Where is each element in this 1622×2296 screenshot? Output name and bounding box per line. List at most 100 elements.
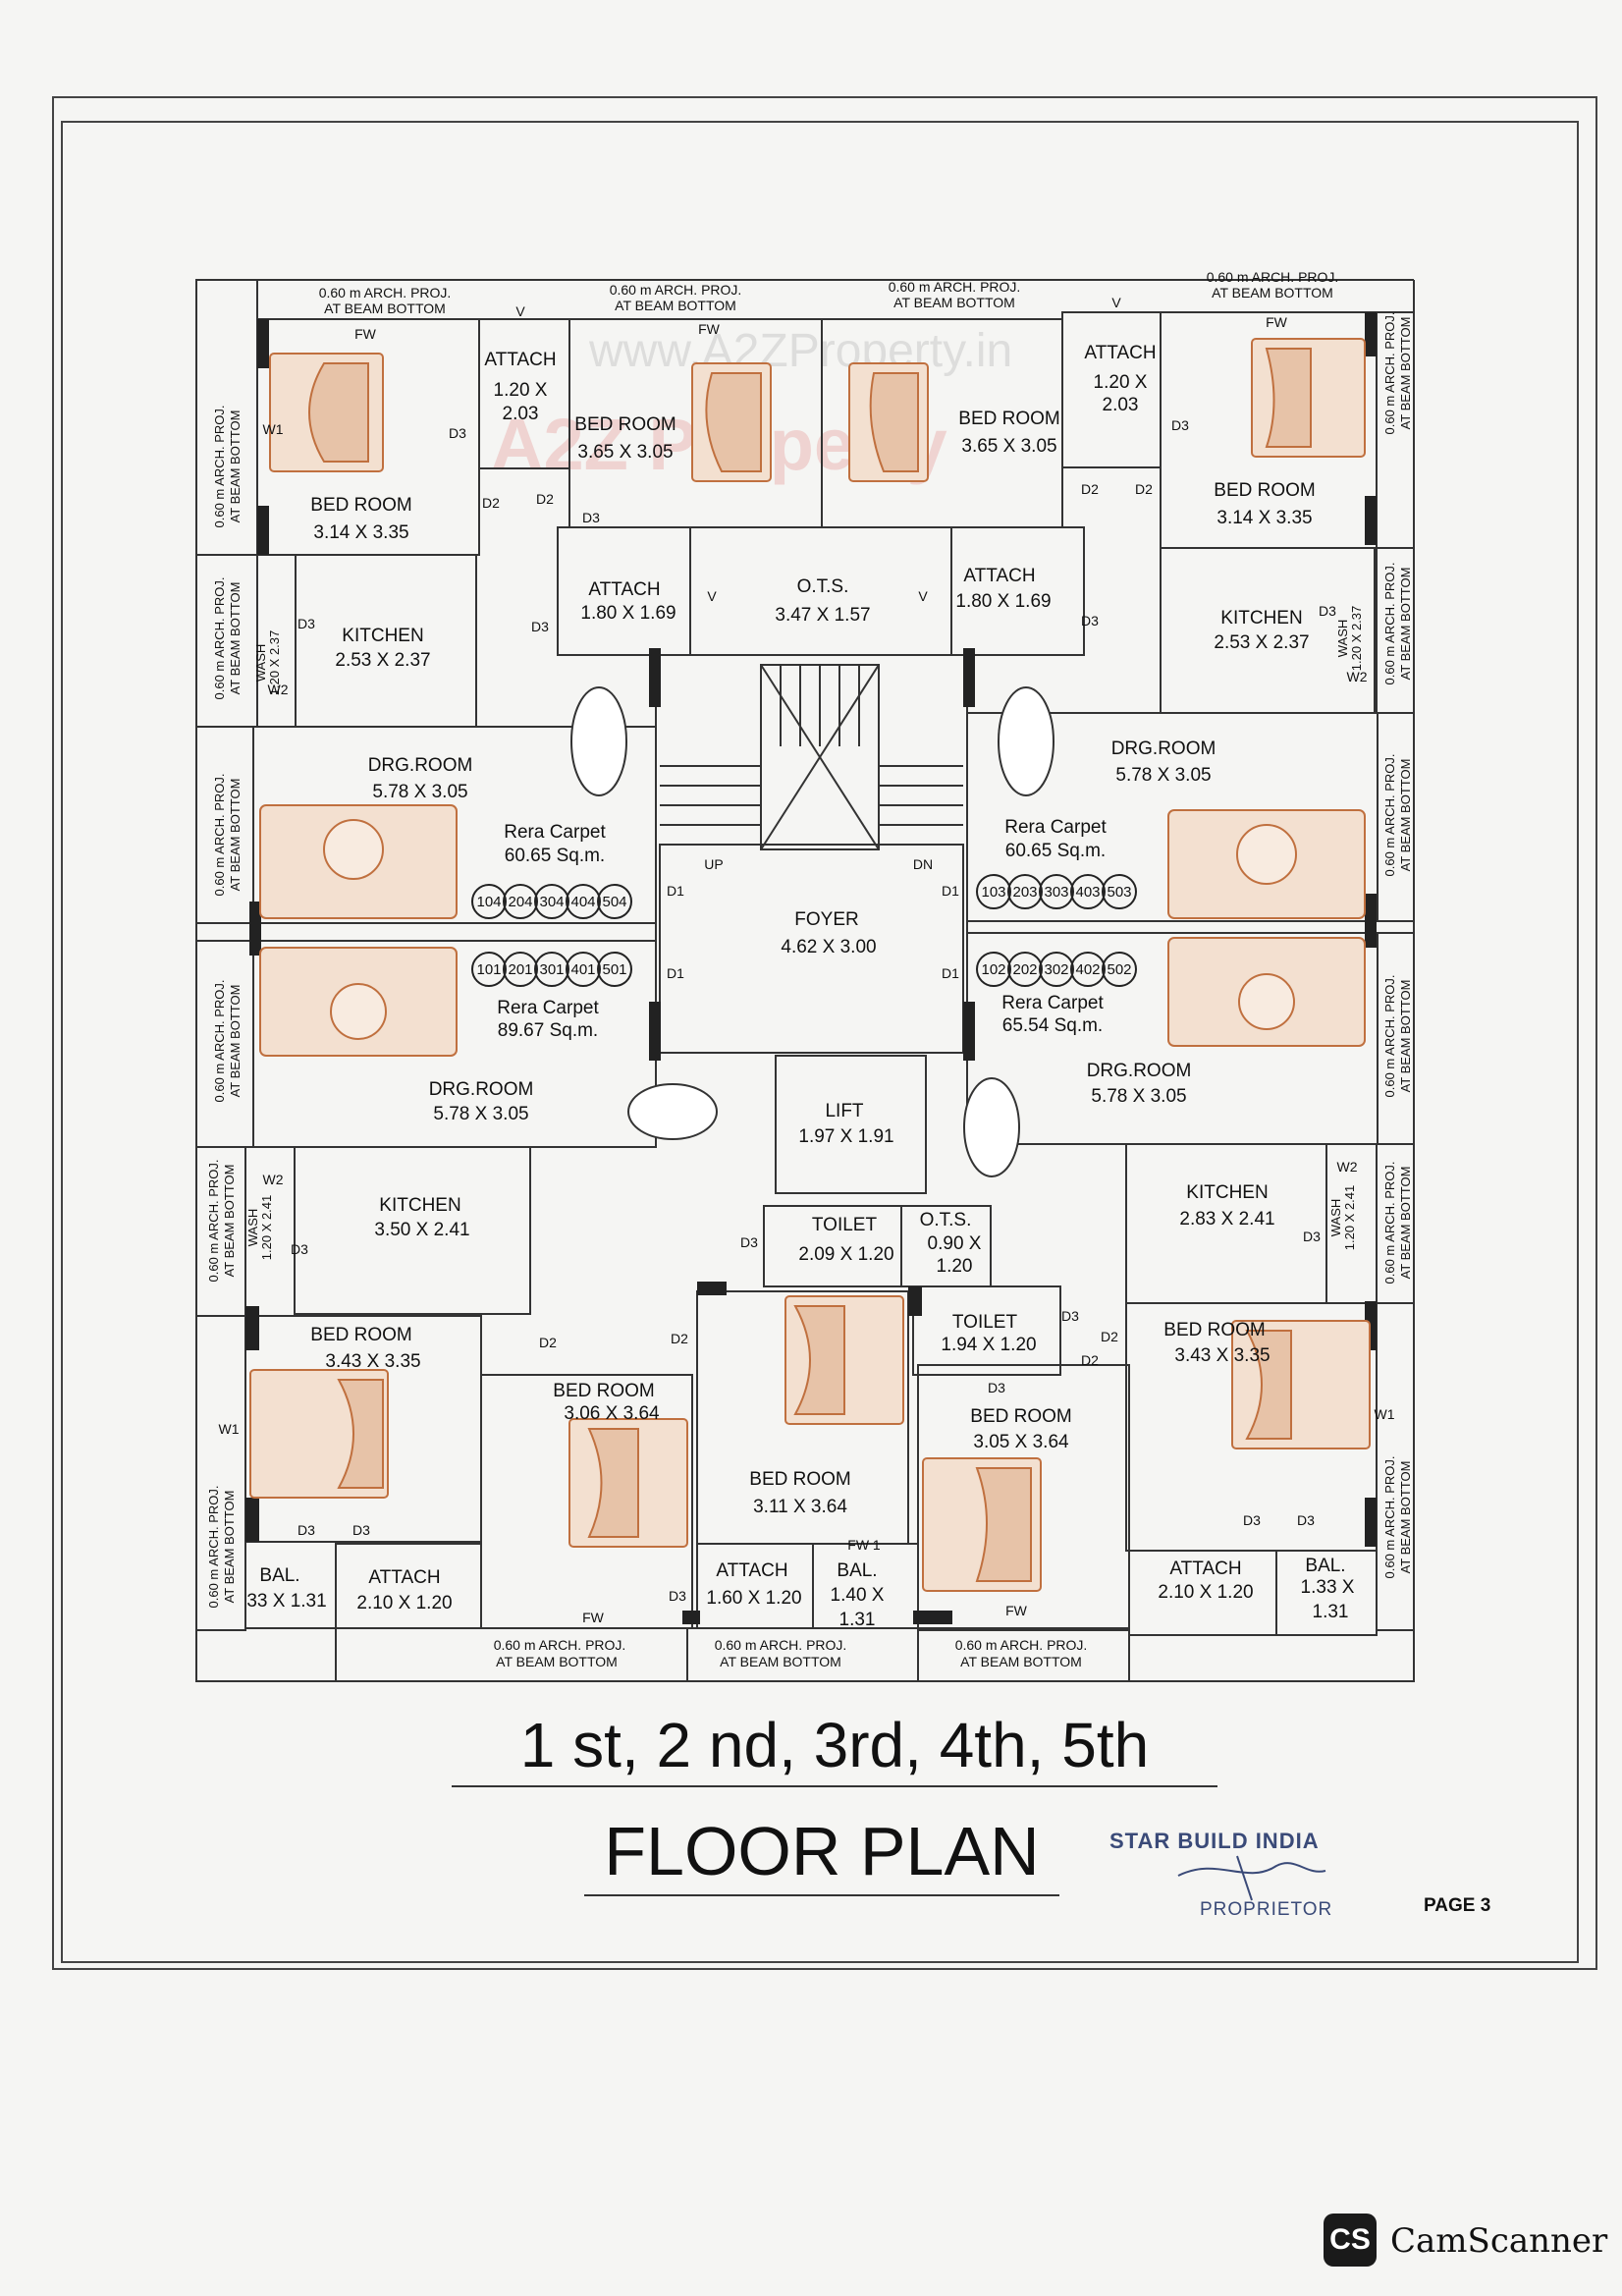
bed-br-dim: 3.43 X 3.35 bbox=[1174, 1345, 1270, 1366]
d2-5: D2 bbox=[539, 1335, 557, 1350]
bed-br-name: BED ROOM bbox=[1163, 1320, 1265, 1340]
camscanner-logo-icon: CS bbox=[1324, 2214, 1377, 2267]
attach-br-name: ATTACH bbox=[1169, 1558, 1241, 1579]
wash-tl-a: WASH bbox=[253, 644, 268, 683]
proj-side-12b: AT BEAM BOTTOM bbox=[1398, 1461, 1413, 1574]
d3-6: D3 bbox=[1081, 613, 1099, 629]
bal-c-dim2: 1.31 bbox=[839, 1610, 876, 1630]
area-label-102: Rera Carpet bbox=[1001, 993, 1104, 1013]
w2-2: W2 bbox=[1347, 669, 1368, 684]
furniture bbox=[249, 338, 1371, 1592]
w2-1: W2 bbox=[268, 682, 289, 697]
bed-bc-dim: 3.11 X 3.64 bbox=[753, 1497, 847, 1517]
wash-tl-b: 1.20 X 2.37 bbox=[267, 630, 282, 696]
bal-l-dim: 33 X 1.31 bbox=[246, 1591, 326, 1612]
fw-4: FW bbox=[582, 1610, 605, 1625]
toilet-2-dim: 1.94 X 1.20 bbox=[941, 1335, 1036, 1355]
unit-number-circles bbox=[471, 874, 1137, 987]
drg-tr-dim: 5.78 X 3.05 bbox=[1115, 765, 1211, 786]
area-value-103: 60.65 Sq.m. bbox=[1005, 841, 1106, 861]
unit-404: 404 bbox=[570, 894, 595, 910]
d3-7: D3 bbox=[1319, 603, 1336, 619]
w2-4: W2 bbox=[1337, 1159, 1358, 1175]
bal-r-dim2: 1.31 bbox=[1313, 1602, 1349, 1622]
w2-3: W2 bbox=[263, 1172, 284, 1187]
wash-br-b: 1.20 X 2.41 bbox=[1342, 1185, 1357, 1251]
d2-7: D2 bbox=[1101, 1329, 1118, 1344]
area-value-101: 89.67 Sq.m. bbox=[498, 1020, 598, 1041]
kitchen-tr-dim: 2.53 X 2.37 bbox=[1214, 632, 1309, 653]
kitchen-br-name: KITCHEN bbox=[1186, 1182, 1268, 1203]
wash-bl-b: 1.20 X 2.41 bbox=[259, 1195, 274, 1261]
drg-br-dim: 5.78 X 3.05 bbox=[1091, 1086, 1186, 1107]
attach-tl-name: ATTACH bbox=[484, 350, 556, 370]
attach-tl-dim2: 2.03 bbox=[503, 404, 539, 424]
fw-1: FW bbox=[354, 326, 377, 342]
bed-tc1-name: BED ROOM bbox=[574, 414, 676, 435]
d3-11: D3 bbox=[1061, 1308, 1079, 1324]
proj-bot-3a: 0.60 m ARCH. PROJ. bbox=[955, 1637, 1088, 1653]
proprietor-label: PROPRIETOR bbox=[1200, 1899, 1333, 1920]
proj-side-4a: 0.60 m ARCH. PROJ. bbox=[212, 980, 227, 1103]
kitchen-tl-dim: 2.53 X 2.37 bbox=[335, 650, 430, 671]
proj-top-4a: 0.60 m ARCH. PROJ. bbox=[1207, 269, 1339, 285]
attach-tr-name: ATTACH bbox=[1084, 343, 1156, 363]
area-value-104: 60.65 Sq.m. bbox=[505, 846, 605, 866]
d2-4: D2 bbox=[1135, 481, 1153, 497]
attach-c2-name: ATTACH bbox=[963, 566, 1035, 586]
drg-br-name: DRG.ROOM bbox=[1087, 1061, 1192, 1081]
unit-204: 204 bbox=[508, 894, 532, 910]
attach-tr-dim2: 2.03 bbox=[1103, 395, 1139, 415]
unit-201: 201 bbox=[508, 961, 532, 978]
bed-tr-name: BED ROOM bbox=[1214, 480, 1315, 501]
wash-tr-a: WASH bbox=[1335, 620, 1350, 658]
kitchen-bl-name: KITCHEN bbox=[379, 1195, 460, 1216]
proj-side-10a: 0.60 m ARCH. PROJ. bbox=[1382, 975, 1397, 1098]
proj-top-2b: AT BEAM BOTTOM bbox=[615, 298, 736, 313]
bal-r-dim1: 1.33 X bbox=[1301, 1577, 1355, 1598]
proj-side-6b: AT BEAM BOTTOM bbox=[222, 1491, 237, 1604]
proj-top-2a: 0.60 m ARCH. PROJ. bbox=[610, 282, 742, 298]
foyer-dim: 4.62 X 3.00 bbox=[781, 937, 876, 957]
floor-list-title: 1 st, 2 nd, 3rd, 4th, 5th bbox=[452, 1709, 1217, 1787]
unit-101: 101 bbox=[476, 961, 501, 978]
bed-bcl-dim: 3.06 X 3.64 bbox=[564, 1403, 660, 1424]
d3-14: D3 bbox=[352, 1522, 370, 1538]
unit-203: 203 bbox=[1012, 884, 1037, 901]
wash-bl-a: WASH bbox=[245, 1209, 260, 1247]
d3-1: D3 bbox=[449, 425, 466, 441]
w1-3: W1 bbox=[1375, 1406, 1395, 1422]
attach-c1-name: ATTACH bbox=[588, 579, 660, 600]
floor-plan-title: FLOOR PLAN bbox=[584, 1812, 1059, 1896]
proj-side-6a: 0.60 m ARCH. PROJ. bbox=[206, 1486, 221, 1609]
kitchen-tl-name: KITCHEN bbox=[342, 626, 423, 646]
d1-2: D1 bbox=[942, 883, 959, 899]
proj-side-8a: 0.60 m ARCH. PROJ. bbox=[1382, 563, 1397, 685]
fw1-label: FW 1 bbox=[847, 1537, 881, 1553]
area-label-101: Rera Carpet bbox=[497, 998, 599, 1018]
proj-side-8b: AT BEAM BOTTOM bbox=[1398, 568, 1413, 681]
unit-303: 303 bbox=[1044, 884, 1068, 901]
d3-2: D3 bbox=[582, 510, 600, 525]
unit-401: 401 bbox=[570, 961, 595, 978]
d3-16: D3 bbox=[1243, 1512, 1261, 1528]
area-label-104: Rera Carpet bbox=[504, 822, 606, 843]
proj-side-1b: AT BEAM BOTTOM bbox=[228, 410, 243, 523]
drg-bl-name: DRG.ROOM bbox=[429, 1079, 534, 1100]
proj-side-9b: AT BEAM BOTTOM bbox=[1398, 759, 1413, 872]
bed-tl-dim: 3.14 X 3.35 bbox=[313, 522, 408, 543]
bal-r-name: BAL. bbox=[1305, 1556, 1345, 1576]
d3-3: D3 bbox=[1171, 417, 1189, 433]
camscanner-label: CamScanner bbox=[1390, 2221, 1608, 2261]
bed-tc2-name: BED ROOM bbox=[958, 409, 1059, 429]
proj-top-3a: 0.60 m ARCH. PROJ. bbox=[889, 279, 1021, 295]
foyer-name: FOYER bbox=[794, 909, 858, 930]
d3-5: D3 bbox=[531, 619, 549, 634]
proj-side-5b: AT BEAM BOTTOM bbox=[222, 1165, 237, 1278]
bed-bcr-name: BED ROOM bbox=[970, 1406, 1071, 1427]
signature-mark bbox=[1177, 1855, 1326, 1901]
bed-tc2-dim: 3.65 X 3.05 bbox=[961, 436, 1056, 457]
proj-side-11b: AT BEAM BOTTOM bbox=[1398, 1167, 1413, 1280]
attach-tl-dim1: 1.20 X bbox=[494, 380, 548, 401]
